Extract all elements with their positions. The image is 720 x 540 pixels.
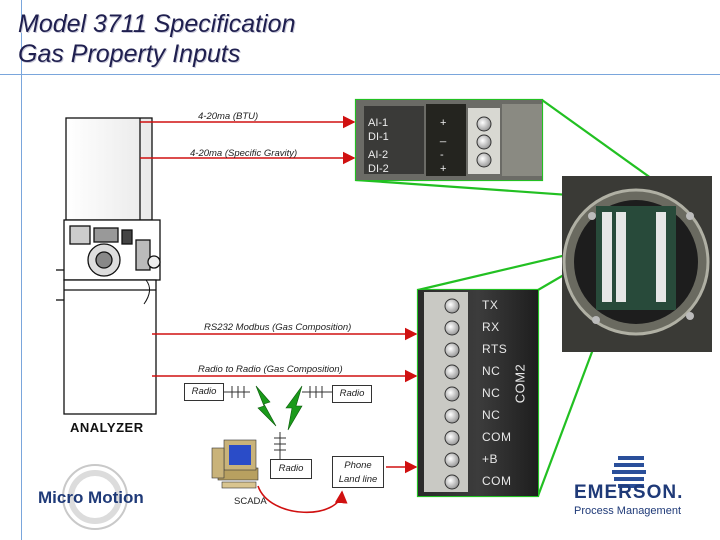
terminal-screw — [444, 408, 460, 424]
left-margin-line — [21, 0, 22, 540]
radio-antennas — [222, 386, 332, 460]
terminal-screw — [444, 298, 460, 314]
terminal-screw — [444, 342, 460, 358]
scada-label: SCADA — [234, 496, 267, 507]
com2-terminal-photo — [418, 290, 538, 496]
pin-com-1: COM — [482, 430, 512, 444]
rs232-label: RS232 Modbus (Gas Composition) — [204, 322, 352, 333]
micro-motion-logo: Micro Motion — [38, 488, 144, 507]
radio-box-left: Radio — [184, 383, 224, 401]
scada-computer — [211, 439, 259, 489]
sign-4: + — [440, 163, 446, 175]
enclosure-photo — [562, 176, 712, 352]
btu-label: 4-20ma (BTU) — [198, 111, 259, 122]
emerson-logo-mark — [612, 456, 646, 488]
title-underline — [0, 74, 720, 75]
pin-nc-3: NC — [482, 408, 501, 422]
pin-com-2: COM — [482, 474, 512, 488]
radio-box-bottom: Radio — [270, 459, 312, 479]
radio-box-right: Radio — [332, 385, 372, 403]
micro-motion-seal — [62, 464, 128, 530]
pin-tx: TX — [482, 298, 499, 312]
terminal-screw — [444, 320, 460, 336]
com2-vertical-label: COM2 — [512, 363, 528, 404]
pin-nc-1: NC — [482, 364, 501, 378]
pin-nc-2: NC — [482, 386, 501, 400]
ai-label-1: AI-1 — [368, 117, 388, 129]
terminal-screw — [444, 386, 460, 402]
wireless-bolts — [255, 385, 303, 431]
di-label-2: DI-2 — [368, 163, 389, 175]
ai-terminal-photo: AI-1 DI-1 AI-2 DI-2 + _ - + — [356, 100, 542, 180]
emerson-logo-subtext: Process Management — [574, 505, 681, 517]
terminal-screw — [444, 364, 460, 380]
radio-link-label: Radio to Radio (Gas Composition) — [198, 364, 343, 375]
terminal-pin-labels: TX RX RTS NC NC NC COM +B COM — [482, 292, 522, 492]
emerson-logo-text: EMERSON. — [574, 482, 684, 503]
sign-3: - — [440, 149, 444, 161]
page-title-line-2: Gas Property Inputs — [18, 40, 241, 68]
terminal-screw — [444, 430, 460, 446]
sign-1: + — [440, 117, 446, 129]
analyzer-drawing — [56, 117, 161, 415]
terminal-screw — [444, 474, 460, 490]
page-title-line-1: Model 3711 Specification — [18, 10, 296, 38]
pin-plus-b: +B — [482, 452, 499, 466]
terminal-screw — [444, 452, 460, 468]
sign-2: _ — [439, 131, 447, 143]
di-label-1: DI-1 — [368, 131, 389, 143]
specific-gravity-label: 4-20ma (Specific Gravity) — [190, 148, 298, 159]
analyzer-label: ANALYZER — [70, 420, 144, 435]
pin-rts: RTS — [482, 342, 508, 356]
signal-arrows — [140, 115, 418, 514]
ai-label-2: AI-2 — [368, 149, 388, 161]
pin-rx: RX — [482, 320, 500, 334]
